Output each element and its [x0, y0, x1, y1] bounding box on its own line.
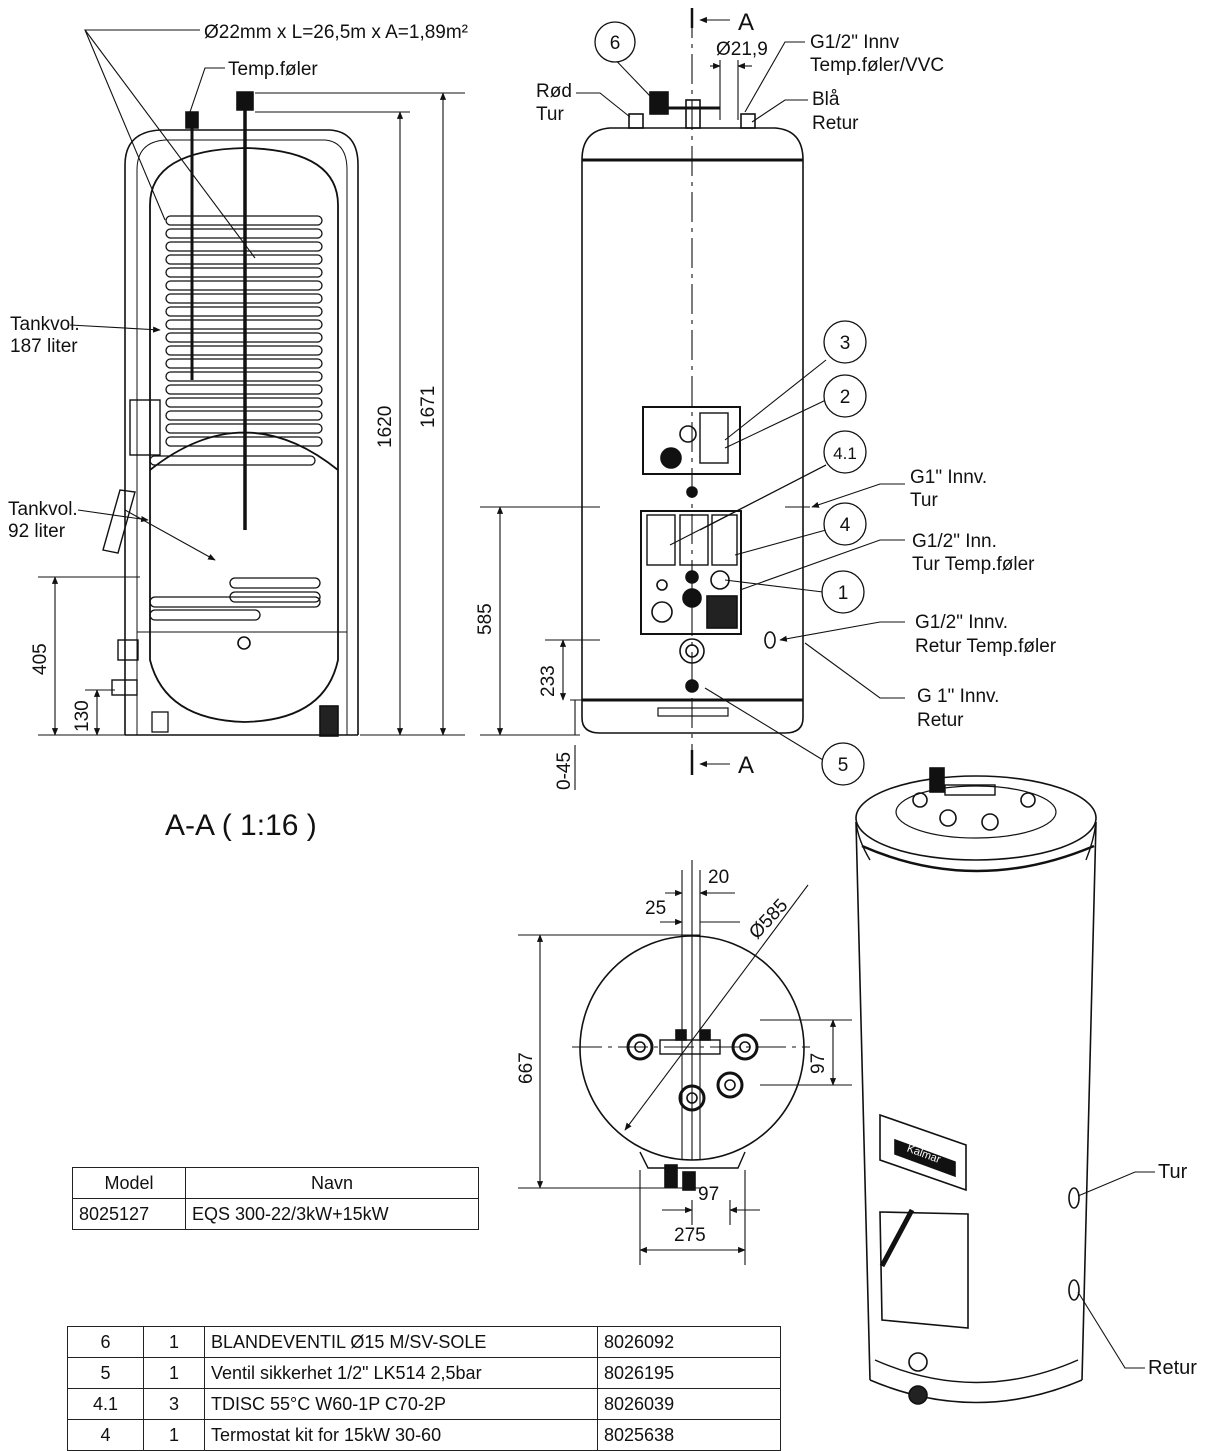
part-qty: 1: [143, 1357, 205, 1389]
dim-1620: 1620: [375, 406, 396, 448]
return-sensor-label-2: Retur Temp.føler: [915, 636, 1057, 657]
dim-diameter-585: Ø585: [745, 895, 792, 943]
blue-return-label-2: Retur: [812, 113, 859, 134]
return-label-2: Retur: [917, 710, 964, 731]
dim-585: 585: [475, 603, 496, 635]
callout-5: 5: [838, 755, 849, 776]
red-flow-label-1: Rød: [536, 81, 572, 102]
iso-return-label: Retur: [1148, 1357, 1197, 1379]
part-qty: 3: [143, 1388, 205, 1420]
model-number: 8025127: [72, 1198, 186, 1230]
dim-667: 667: [516, 1052, 537, 1084]
coil-spec-label: Ø22mm x L=26,5m x A=1,89m²: [204, 22, 468, 43]
dim-20: 20: [708, 867, 729, 888]
callout-1: 1: [838, 583, 849, 604]
dim-97-side: 97: [808, 1053, 829, 1074]
temp-sensor-label: Temp.føler: [228, 59, 318, 80]
dim-1671: 1671: [418, 386, 439, 428]
part-position: 6: [67, 1326, 144, 1358]
part-qty: 1: [143, 1419, 205, 1451]
section-caption: A-A ( 1:16 ): [165, 809, 317, 842]
front-view: [581, 91, 804, 734]
dim-275: 275: [674, 1225, 706, 1246]
part-description: TDISC 55°C W60-1P C70-2P: [204, 1388, 598, 1420]
top-connection-label-1: G1/2" Innv: [810, 32, 900, 53]
model-table: Model Navn 8025127 EQS 300-22/3kW+15kW: [72, 1167, 479, 1230]
isometric-view: [855, 767, 1097, 1405]
part-number: 8026039: [597, 1388, 781, 1420]
callout-4: 4: [840, 515, 851, 536]
callout-2: 2: [840, 387, 851, 408]
table-row: 5 1 Ventil sikkerhet 1/2" LK514 2,5bar 8…: [67, 1357, 781, 1389]
dim-25: 25: [645, 898, 666, 919]
part-qty: 1: [143, 1326, 205, 1358]
dim-130: 130: [72, 700, 93, 732]
table-row: 8025127 EQS 300-22/3kW+15kW: [72, 1198, 479, 1230]
tank-lower-label-2: 92 liter: [8, 521, 66, 542]
model-name: EQS 300-22/3kW+15kW: [185, 1198, 479, 1230]
part-position: 4.1: [67, 1388, 144, 1420]
part-number: 8026092: [597, 1326, 781, 1358]
dim-0-45: 0-45: [554, 752, 575, 790]
top-connection-label-2: Temp.føler/VVC: [810, 55, 944, 76]
callout-6: 6: [610, 33, 621, 54]
part-position: 4: [67, 1419, 144, 1451]
part-number: 8025638: [597, 1419, 781, 1451]
top-view: [572, 935, 810, 1191]
part-description: Termostat kit for 15kW 30-60: [204, 1419, 598, 1451]
inlet-sensor-label-2: Tur Temp.føler: [912, 554, 1035, 575]
model-header: Model: [72, 1167, 186, 1199]
table-row: 4 1 Termostat kit for 15kW 30-60 8025638: [67, 1419, 781, 1451]
inlet-label-2: Tur: [910, 490, 938, 511]
heater-panel: [640, 510, 742, 635]
pipe-dimension: Ø21,9: [716, 39, 768, 60]
part-position: 5: [67, 1357, 144, 1389]
part-description: Ventil sikkerhet 1/2" LK514 2,5bar: [204, 1357, 598, 1389]
return-sensor-label-1: G1/2" Innv.: [915, 612, 1008, 633]
part-number: 8026195: [597, 1357, 781, 1389]
inlet-label-1: G1" Innv.: [910, 467, 987, 488]
part-description: BLANDEVENTIL Ø15 M/SV-SOLE: [204, 1326, 598, 1358]
iso-flow-label: Tur: [1158, 1161, 1188, 1183]
section-marker-bottom: A: [738, 752, 754, 779]
section-view: [102, 91, 359, 737]
name-header: Navn: [185, 1167, 479, 1199]
tank-upper-label-2: 187 liter: [10, 336, 78, 357]
table-row: 6 1 BLANDEVENTIL Ø15 M/SV-SOLE 8026092: [67, 1326, 781, 1358]
tank-upper-label-1: Tankvol.: [10, 314, 80, 335]
dim-405: 405: [30, 643, 51, 675]
table-row: 4.1 3 TDISC 55°C W60-1P C70-2P 8026039: [67, 1388, 781, 1420]
section-marker-top: A: [738, 9, 754, 36]
red-flow-label-2: Tur: [536, 104, 564, 125]
parts-table: 6 1 BLANDEVENTIL Ø15 M/SV-SOLE 8026092 5…: [67, 1326, 781, 1451]
tank-lower-label-1: Tankvol.: [8, 499, 78, 520]
return-label-1: G 1" Innv.: [917, 686, 999, 707]
dim-97-bottom: 97: [698, 1184, 719, 1205]
dim-233: 233: [538, 665, 559, 697]
callout-4-1: 4.1: [833, 444, 857, 463]
lower-tank: [149, 470, 339, 723]
callout-3: 3: [840, 333, 851, 354]
inlet-sensor-label-1: G1/2" Inn.: [912, 531, 997, 552]
blue-return-label-1: Blå: [812, 89, 840, 110]
